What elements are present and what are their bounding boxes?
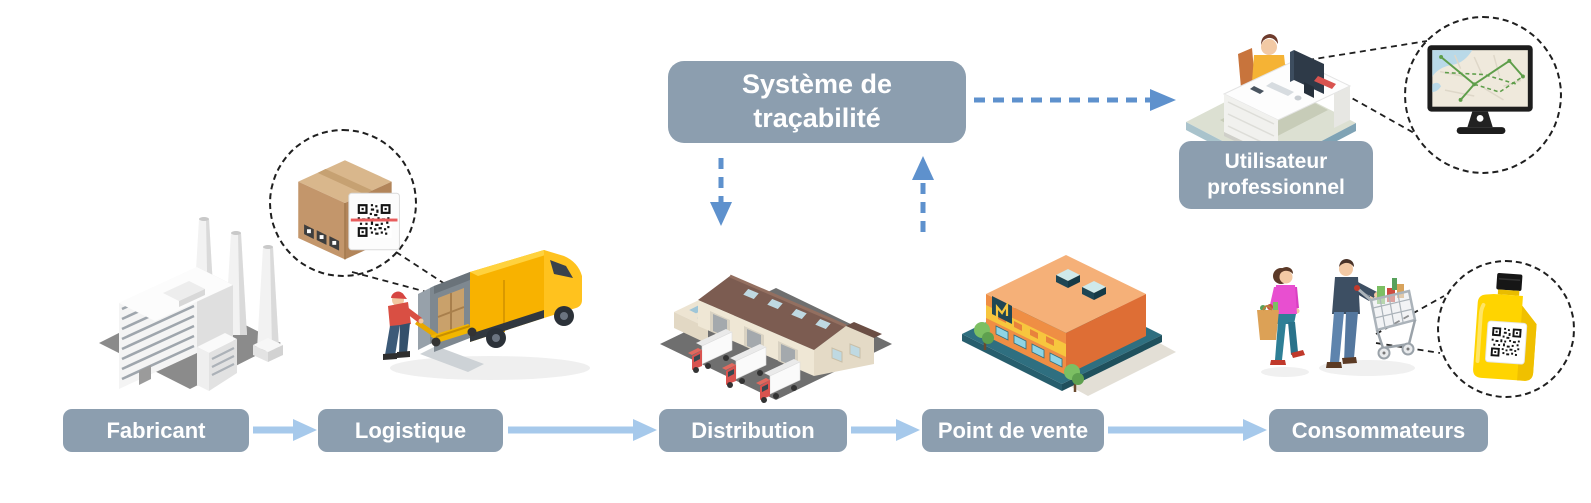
- stage-label-text: Fabricant: [106, 417, 206, 443]
- stage-label-text: Point de vente: [937, 417, 1089, 443]
- stage-label-distribution: Distribution: [659, 409, 847, 452]
- monitor-zoom-circle: [1404, 16, 1562, 174]
- flow-arrow-fabricant-logistique: [253, 419, 317, 441]
- man-shopper: [1326, 259, 1380, 368]
- warehouse-icon: [648, 232, 903, 404]
- system-box: Système de traçabilité: [668, 61, 966, 143]
- stage-label-logistique: Logistique: [318, 409, 503, 452]
- bottle-qr-code-icon: [1473, 272, 1537, 381]
- data-download-arrow: [710, 158, 732, 226]
- system-box-label: Système de traçabilité: [741, 69, 893, 133]
- system-to-user-arrow: [974, 89, 1176, 111]
- store-trees: [974, 322, 1084, 392]
- shoppers-icon: [1243, 256, 1433, 408]
- stage-label-text: Distribution: [691, 417, 815, 443]
- factory-icon: [85, 205, 295, 395]
- stage-label-text: Logistique: [354, 417, 467, 443]
- stage-label-point-de-vente: Point de vente: [922, 409, 1104, 452]
- package-qr-code-icon: [298, 160, 400, 260]
- flow-arrow-pointdevente-consommateurs: [1108, 419, 1267, 441]
- map-monitor-icon: [1427, 45, 1533, 134]
- stage-label-consommateurs: Consommateurs: [1269, 409, 1488, 452]
- flow-arrow-logistique-distribution: [508, 419, 657, 441]
- professional-user-box: Utilisateur professionnel: [1179, 141, 1373, 209]
- zoom-callout-lines-monitor: [1307, 40, 1428, 134]
- stage-label-text: Consommateurs: [1291, 417, 1466, 443]
- delivery-van-icon: [372, 238, 600, 398]
- stage-label-fabricant: Fabricant: [63, 409, 249, 452]
- woman-shopper: [1257, 267, 1305, 365]
- package-qr-zoom-circle: [269, 129, 417, 277]
- shopping-cart: [1354, 278, 1417, 360]
- professional-user-label: Utilisateur professionnel: [1207, 149, 1345, 199]
- flow-arrow-distribution-pointdevente: [851, 419, 920, 441]
- retail-store-icon: [948, 226, 1188, 404]
- data-upload-arrow: [912, 156, 934, 232]
- bottle-zoom-circle: [1437, 260, 1575, 398]
- dock-trucks: [688, 329, 801, 403]
